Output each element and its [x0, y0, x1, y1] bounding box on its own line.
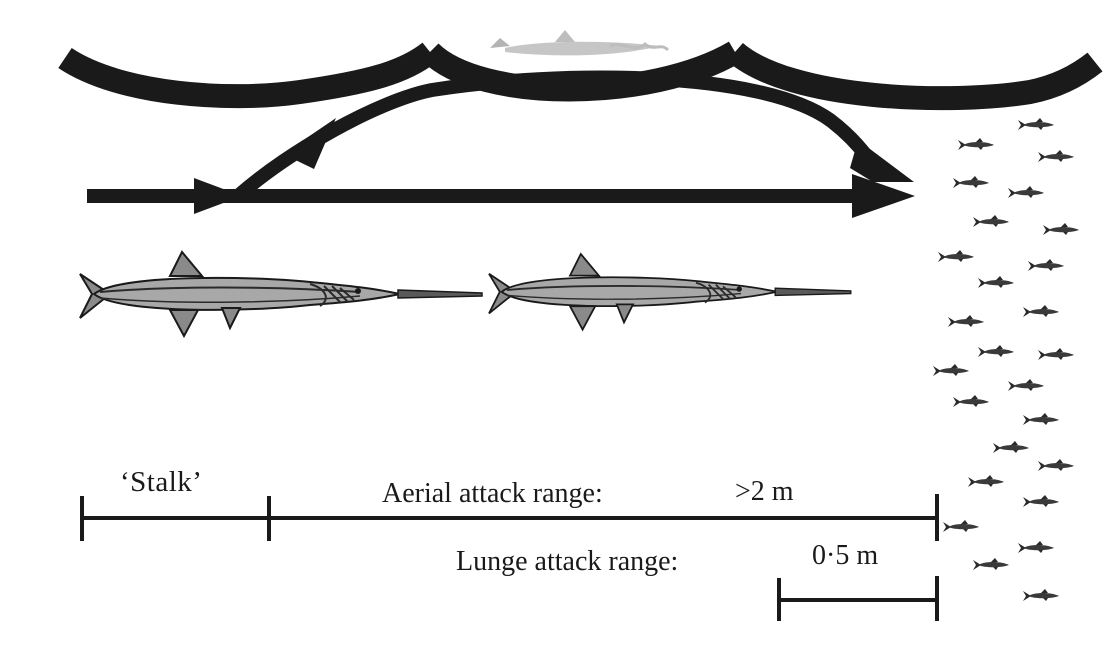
approach-arrowhead-end	[852, 174, 915, 218]
baitfish-icon	[978, 276, 1014, 288]
baitfish-icon	[1043, 223, 1079, 235]
water-surface-wave-right	[727, 42, 1103, 111]
baitfish-icon	[1038, 150, 1074, 162]
baitfish-icon	[1018, 541, 1054, 553]
lunge-attack-range-value: 0·5 m	[812, 540, 879, 571]
stalk-label: ‘Stalk’	[120, 466, 203, 498]
baitfish-icon	[1038, 459, 1074, 471]
aerial-attack-range-label: Aerial attack range:	[382, 478, 603, 509]
baitfish-icon	[1018, 118, 1054, 130]
aerial-arrowhead-diving	[850, 140, 914, 182]
baitfish-icon	[1023, 413, 1059, 425]
range-scale-bars	[80, 494, 939, 621]
baitfish-icon	[948, 315, 984, 327]
needlefish-icon	[488, 253, 852, 331]
baitfish-icon	[1023, 589, 1059, 601]
baitfish-icon	[933, 364, 969, 376]
baitfish-icon	[953, 395, 989, 407]
prey-school	[933, 118, 1079, 601]
baitfish-icon	[993, 441, 1029, 453]
baitfish-icon	[973, 558, 1009, 570]
water-surface-wave-left	[58, 42, 438, 109]
baitfish-icon	[938, 250, 974, 262]
baitfish-icon	[943, 520, 979, 532]
baitfish-icon	[1008, 186, 1044, 198]
airborne-needlefish-icon	[490, 30, 670, 56]
needlefish-icon	[79, 251, 483, 337]
aerial-attack-range-value: >2 m	[735, 476, 794, 507]
baitfish-icon	[958, 138, 994, 150]
water-surface-wave-middle	[421, 41, 742, 102]
baitfish-icon	[1038, 348, 1074, 360]
baitfish-icon	[968, 475, 1004, 487]
baitfish-icon	[1023, 305, 1059, 317]
baitfish-icon	[1028, 259, 1064, 271]
baitfish-icon	[978, 345, 1014, 357]
baitfish-icon	[1023, 495, 1059, 507]
approach-arrowhead-mid	[194, 178, 242, 214]
aerial-arrowhead-rising	[283, 118, 336, 169]
baitfish-icon	[1008, 379, 1044, 391]
baitfish-icon	[953, 176, 989, 188]
lunge-attack-range-label: Lunge attack range:	[456, 546, 679, 577]
baitfish-icon	[973, 215, 1009, 227]
